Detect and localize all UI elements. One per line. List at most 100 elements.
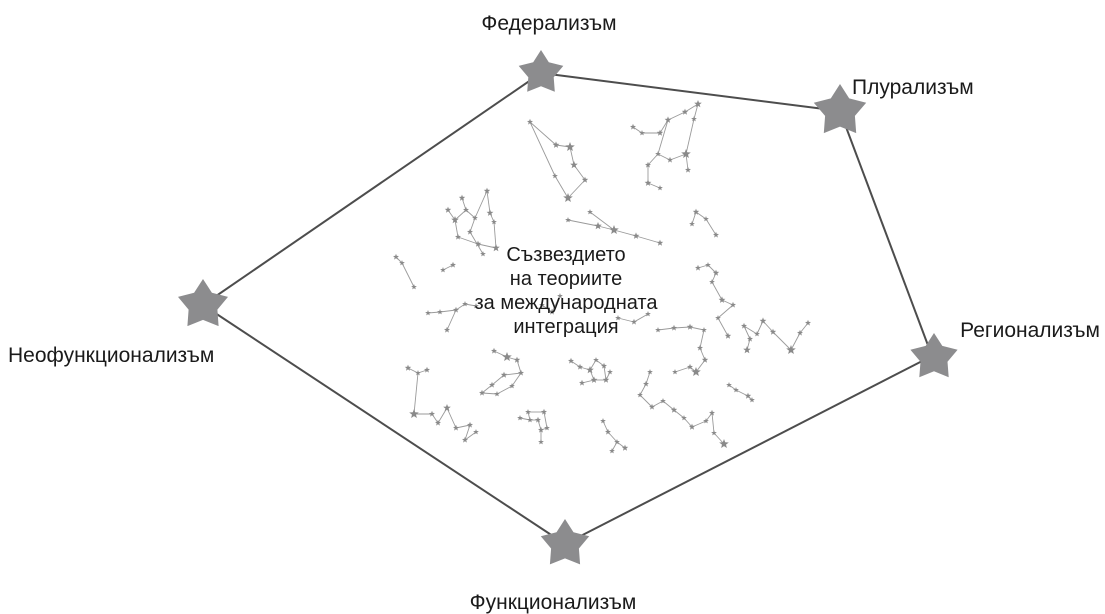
small-star-icon	[601, 362, 607, 369]
constellation-line	[699, 329, 705, 349]
small-star-icon	[724, 332, 732, 339]
constellation-line	[711, 281, 723, 301]
small-star-icon	[681, 149, 691, 158]
constellation-line	[469, 217, 476, 233]
constellation-line	[743, 325, 751, 340]
small-star-icon	[645, 161, 651, 168]
constellation-line	[695, 211, 707, 220]
small-star-icon	[577, 363, 583, 370]
constellation-line	[647, 153, 659, 166]
small-star-icon	[647, 369, 653, 375]
small-star-icon	[656, 239, 664, 246]
small-star-icon	[453, 306, 459, 313]
federalism-star-icon	[518, 50, 564, 92]
constellation-line	[673, 326, 691, 329]
constellation-line	[543, 411, 548, 429]
small-star-icon	[527, 118, 533, 125]
small-star-icon	[450, 261, 456, 268]
constellation-field	[393, 100, 811, 454]
edge-federalism-pluralism	[540, 72, 841, 112]
small-star-icon	[424, 366, 430, 373]
small-star-icon	[590, 376, 598, 383]
constellation-line	[439, 309, 457, 313]
constellation-line	[481, 392, 498, 395]
small-star-icon	[667, 156, 673, 163]
small-star-icon	[586, 366, 594, 374]
small-star-icon	[444, 326, 450, 333]
small-star-icon	[472, 215, 478, 221]
constellation-line	[633, 313, 649, 323]
pentagon-outline	[202, 72, 933, 545]
small-star-icon	[409, 409, 419, 418]
small-star-icon	[462, 436, 468, 443]
small-star-icon	[749, 397, 755, 403]
small-star-icon	[467, 228, 473, 235]
constellation-line	[657, 119, 669, 155]
constellation-line	[602, 420, 609, 433]
constellation-line	[684, 103, 699, 113]
constellation-line	[554, 175, 569, 199]
constellation-line	[446, 309, 457, 331]
small-star-icon	[581, 176, 589, 183]
edge-neofunctionalism-federalism	[202, 72, 542, 306]
small-star-icon	[399, 260, 405, 266]
label-federalism: Федерализъм	[481, 12, 616, 35]
edge-pluralism-regionalism	[839, 110, 933, 357]
small-star-icon	[691, 116, 697, 122]
small-star-icon	[479, 389, 485, 396]
small-star-icon	[711, 430, 717, 436]
constellation-line	[461, 197, 467, 211]
small-star-icon	[786, 345, 796, 354]
small-star-icon	[579, 379, 585, 386]
constellation-line	[529, 121, 556, 177]
small-star-icon	[664, 116, 672, 123]
small-star-icon	[587, 209, 593, 215]
small-star-icon	[489, 381, 495, 388]
small-star-icon	[462, 301, 468, 307]
constellation-line	[743, 325, 758, 335]
small-star-icon	[444, 206, 452, 213]
constellation-line	[662, 400, 675, 411]
small-star-icon	[425, 310, 431, 316]
small-star-icon	[538, 426, 544, 433]
label-functionalism: Функционализъм	[470, 591, 637, 614]
small-star-icon	[458, 194, 466, 201]
small-star-icon	[609, 225, 619, 234]
small-star-icon	[483, 187, 491, 194]
small-star-icon	[513, 356, 521, 363]
small-star-icon	[637, 392, 643, 398]
small-star-icon	[455, 233, 461, 240]
small-star-icon	[563, 193, 573, 202]
small-star-icon	[517, 415, 523, 421]
constellation-line	[632, 126, 643, 134]
constellation-line	[717, 317, 729, 337]
small-star-icon	[769, 328, 777, 335]
small-star-icon	[709, 409, 715, 416]
small-star-icon	[509, 383, 515, 389]
constellation-line	[705, 218, 717, 236]
small-star-icon	[594, 222, 602, 230]
small-star-icon	[473, 303, 479, 309]
small-star-icon	[492, 244, 500, 252]
constellation-line	[685, 153, 689, 171]
constellation-line	[474, 190, 488, 219]
constellation-line	[551, 295, 561, 313]
small-star-icon	[609, 448, 615, 454]
small-star-icon	[754, 331, 760, 337]
small-star-icon	[759, 317, 767, 324]
small-star-icon	[689, 221, 695, 227]
small-star-icon	[552, 141, 560, 148]
small-star-icon	[643, 380, 649, 387]
small-star-icon	[502, 352, 512, 361]
small-star-icon	[691, 367, 701, 376]
label-pluralism: Плурализъм	[852, 76, 974, 99]
small-star-icon	[437, 309, 443, 315]
constellation-line	[496, 385, 513, 395]
center-label: Съзвездието на теориите за международнат…	[475, 244, 659, 338]
small-star-icon	[527, 417, 533, 423]
small-star-icon	[730, 301, 736, 308]
constellation-line	[772, 331, 792, 351]
small-star-icon	[644, 179, 652, 186]
small-star-icon	[744, 392, 752, 399]
